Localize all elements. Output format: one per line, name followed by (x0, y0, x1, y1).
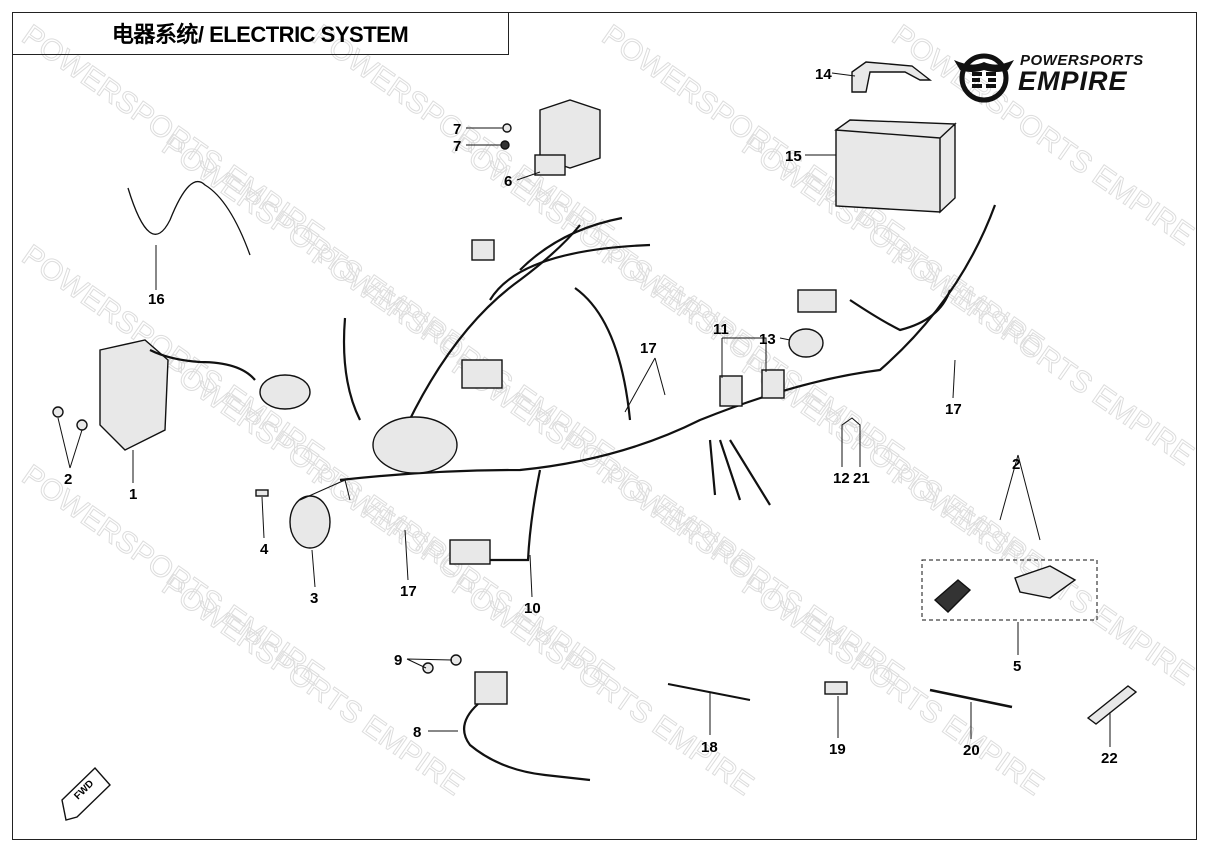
part-10-wiring-harness (339, 204, 997, 565)
part-20-cable-tie (929, 688, 1013, 709)
callout-11: 11 (713, 321, 729, 338)
title-box: 电器系统/ ELECTRIC SYSTEM (12, 12, 509, 55)
fwd-arrow-icon (61, 766, 111, 821)
part-2-bolt (76, 419, 88, 431)
part-22-protector (1086, 685, 1138, 725)
callout-15: 15 (785, 148, 802, 165)
callout-7: 7 (453, 121, 461, 138)
part-1-regulator (99, 339, 169, 451)
callout-13: 13 (759, 331, 776, 348)
part-8-ignition-coil (474, 671, 508, 705)
part-14-battery-strap (851, 61, 933, 93)
callout-6: 6 (504, 173, 512, 190)
part-7-nut (500, 140, 510, 150)
part-1-connector (259, 374, 311, 410)
callout-14: 14 (815, 66, 832, 83)
part-18-cable-tie (667, 683, 751, 701)
callout-16: 16 (148, 291, 165, 308)
part-5-receiver (1014, 565, 1077, 599)
part-19-clip (824, 681, 848, 695)
part-11-relay (761, 369, 785, 399)
part-13-starter-relay (788, 328, 824, 358)
callout-12: 12 (833, 470, 850, 487)
callout-19: 19 (829, 741, 846, 758)
callout-9: 9 (394, 652, 402, 669)
part-3-horn (289, 495, 331, 549)
callout-4: 4 (260, 541, 269, 558)
part-6-connector (534, 154, 566, 176)
callout-5: 5 (1013, 658, 1021, 675)
callout-7: 7 (453, 138, 461, 155)
callout-17: 17 (640, 340, 657, 357)
page-title: 电器系统/ ELECTRIC SYSTEM (111, 22, 409, 47)
callout-17: 17 (945, 401, 962, 418)
part-1-wire (149, 349, 256, 381)
part-4-bolt (255, 489, 269, 497)
callout-10: 10 (524, 600, 541, 617)
callout-20: 20 (963, 742, 980, 759)
logo-line1: POWERSPORTS (1020, 52, 1144, 69)
part-8-lead (462, 703, 591, 782)
callout-1: 1 (129, 486, 137, 503)
brand-logo: POWERSPORTS EMPIRE (950, 46, 1175, 106)
part-9-bolt (450, 654, 462, 666)
callout-17: 17 (400, 583, 417, 600)
callout-2: 2 (1012, 456, 1020, 473)
callout-18: 18 (701, 739, 718, 756)
watermark-text: POWERSPORTS EMPIRE (736, 569, 1049, 802)
watermark-text: POWERSPORTS EMPIRE (886, 239, 1199, 472)
logo-line2: EMPIRE (1018, 66, 1128, 96)
leader-lines (57, 72, 1111, 747)
callout-2: 2 (64, 471, 72, 488)
callout-21: 21 (853, 470, 870, 487)
callout-22: 22 (1101, 750, 1118, 767)
part-16-wire (127, 180, 251, 256)
part-5-remote-key (933, 579, 972, 613)
part-5-kit-box (921, 559, 1098, 621)
part-11-relay (719, 375, 743, 407)
part-2-bolt (52, 406, 64, 418)
diagram-frame (12, 12, 1197, 840)
callout-3: 3 (310, 590, 318, 607)
empire-emblem-icon (954, 53, 1014, 103)
part-3-bracket (299, 479, 351, 501)
part-15-battery (834, 119, 957, 214)
part-7-nut (502, 123, 512, 133)
part-9-bolt (422, 662, 434, 674)
callout-8: 8 (413, 724, 421, 741)
